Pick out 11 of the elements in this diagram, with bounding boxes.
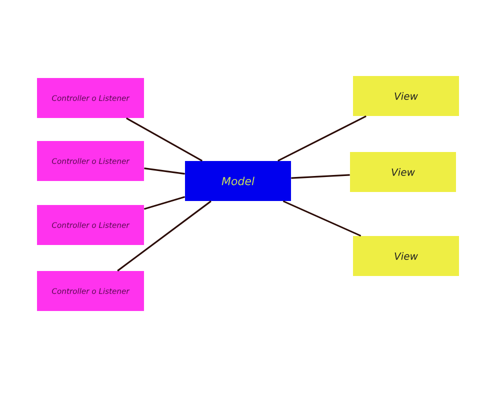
connector-line [278, 115, 366, 162]
connector-line [291, 174, 350, 179]
connector-line [117, 200, 212, 272]
view-box: View [350, 152, 456, 192]
connector-line [282, 200, 362, 237]
view-box: View [353, 76, 459, 116]
connector-line [144, 196, 186, 210]
connector-line [126, 118, 203, 162]
model-box: Model [185, 161, 291, 201]
view-box: View [353, 236, 459, 276]
connector-line [144, 167, 185, 175]
